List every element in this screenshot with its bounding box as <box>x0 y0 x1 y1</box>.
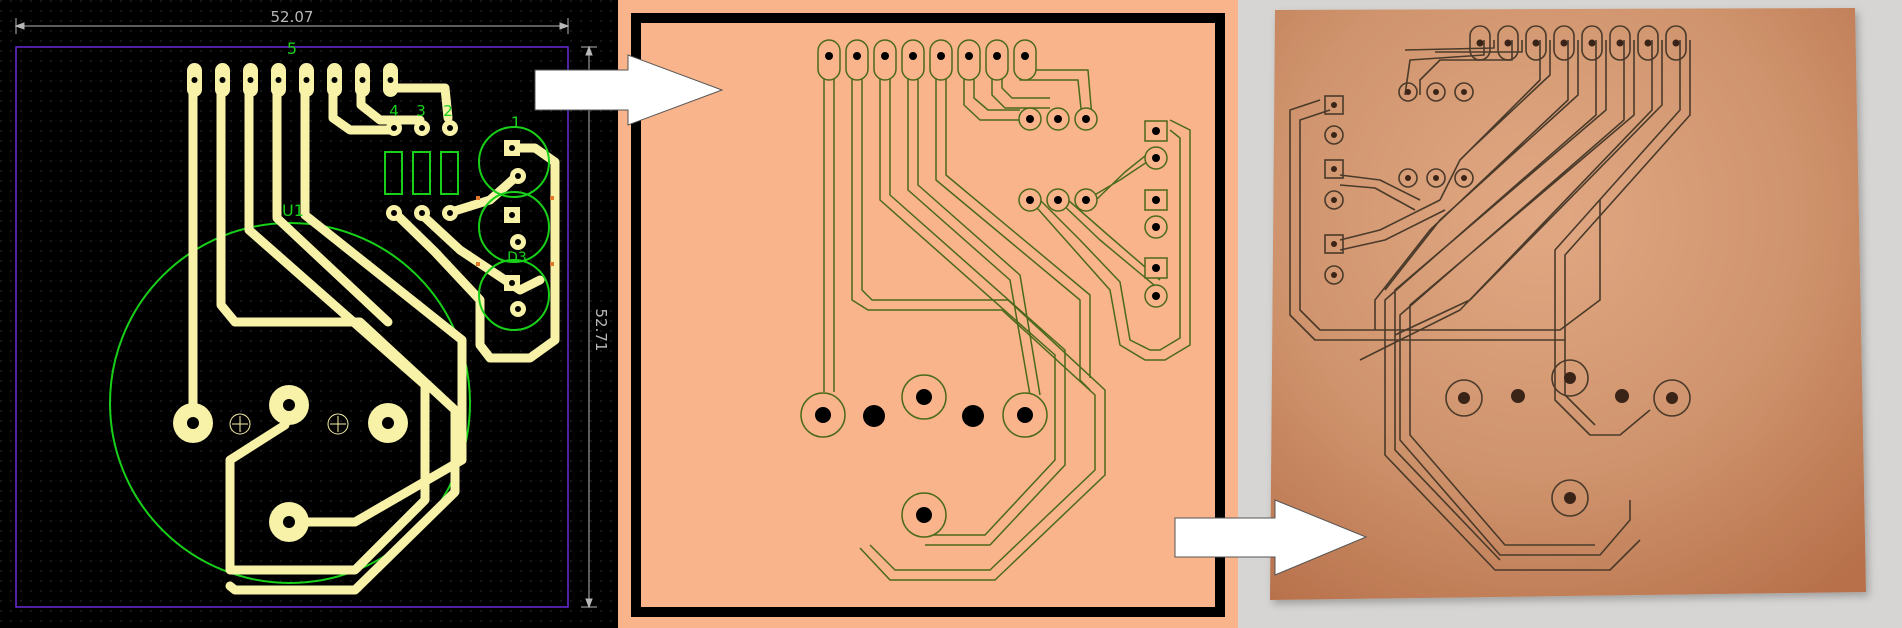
copper-board <box>1270 8 1866 600</box>
jumper-pads-top <box>386 120 458 136</box>
pcb-layout-panel: 52.07 52.71 <box>0 0 618 628</box>
mask-panel <box>618 0 1238 628</box>
j1-ref-label: 1 <box>511 113 521 132</box>
led-outlines <box>478 126 550 331</box>
led-pads <box>504 140 526 317</box>
j4-ref-label: 2 <box>443 102 453 120</box>
right-arrow-icon <box>534 54 724 126</box>
jumper-pads-bottom <box>386 205 458 221</box>
board-etched-traces <box>1289 40 1691 571</box>
mask-large-pads <box>800 374 1048 538</box>
etched-board-panel <box>1238 0 1902 628</box>
j3-ref-label: 3 <box>416 102 426 120</box>
mask-led-pads <box>1144 120 1168 308</box>
board-holes <box>1331 39 1680 504</box>
width-dimension <box>14 18 570 34</box>
board-outline <box>15 46 569 608</box>
board-pads <box>1324 25 1691 517</box>
height-dimension-label: 52.71 <box>592 309 610 352</box>
j2-ref-label: 4 <box>389 102 399 120</box>
width-dimension-label: 52.07 <box>271 8 314 26</box>
height-dimension <box>581 45 597 609</box>
right-arrow-icon <box>1174 499 1368 576</box>
mask-small-pads <box>1018 107 1098 212</box>
resistor-outlines <box>384 151 459 195</box>
led-markers <box>476 196 554 266</box>
mask-board-border <box>631 13 1225 617</box>
u1-ref-label: U1 <box>282 201 304 220</box>
header-ref-label: 5 <box>287 39 297 58</box>
d3-ref-label: D3 <box>507 250 527 266</box>
u1-pads <box>173 385 408 542</box>
u1-silkscreen-outline <box>109 222 471 584</box>
copper-traces <box>188 75 560 595</box>
mounting-holes <box>229 413 349 435</box>
